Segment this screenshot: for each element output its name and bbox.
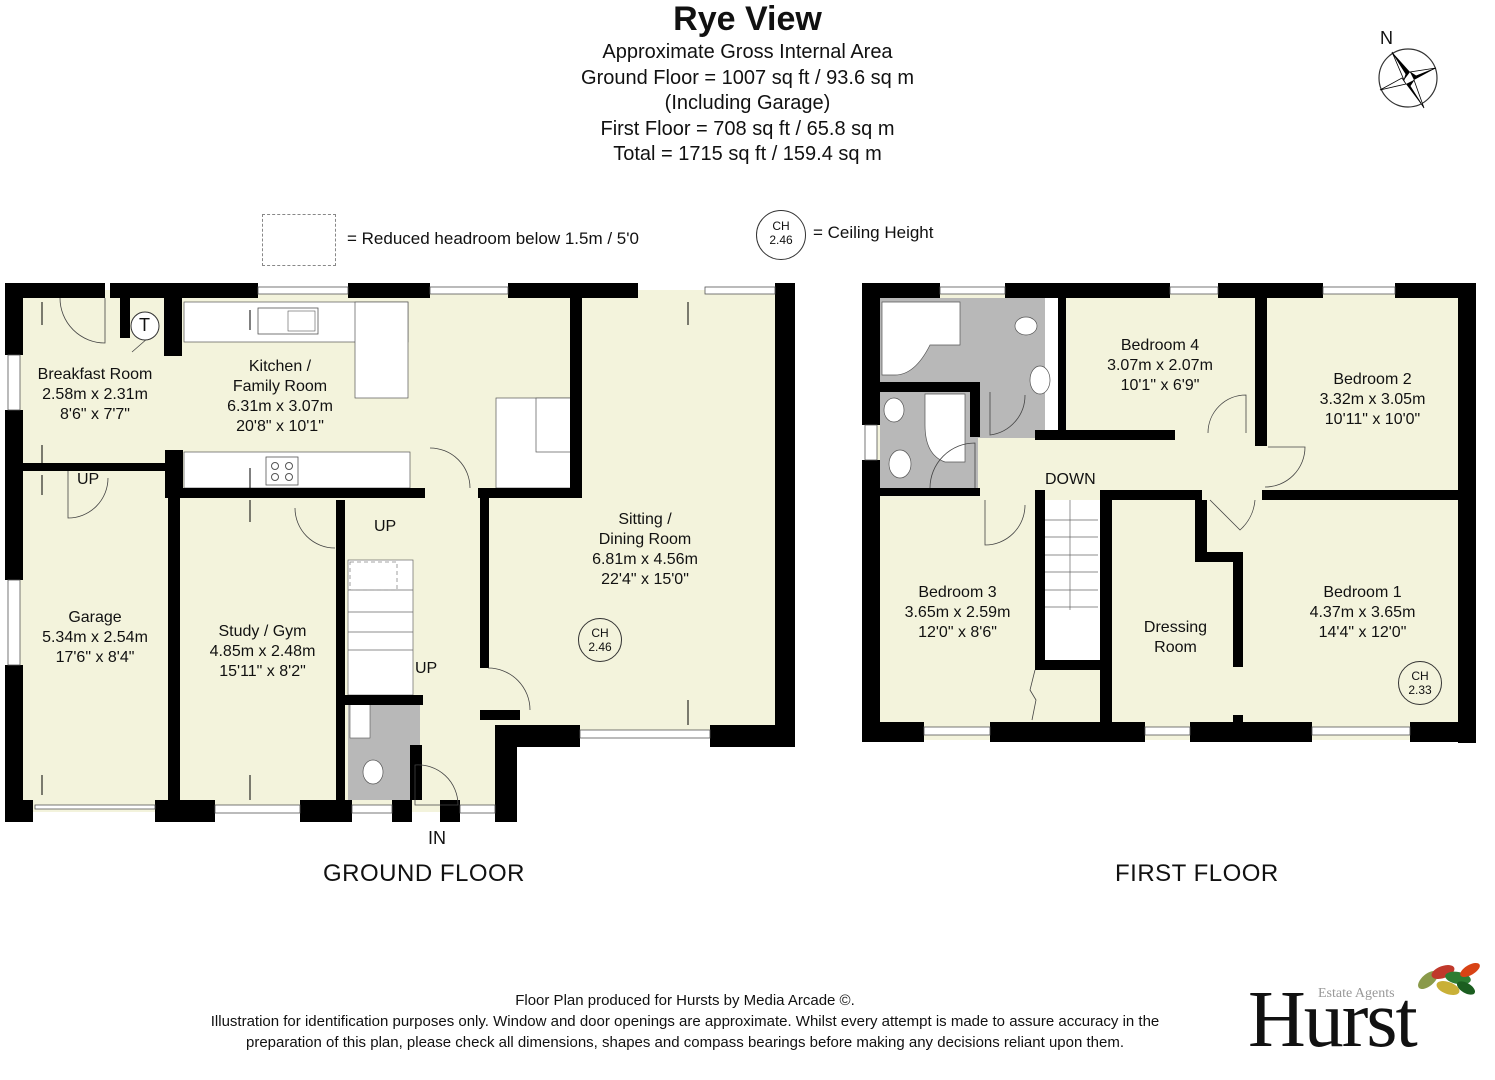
room-name: Bedroom 3 xyxy=(918,584,997,601)
room-name: Bedroom 2 xyxy=(1333,371,1412,388)
room-kitchen-family: Kitchen / Family Room 6.31m x 3.07m 20'8… xyxy=(200,357,360,437)
room-metric: 2.58m x 2.31m xyxy=(42,386,148,403)
room-bedroom-3: Bedroom 3 3.65m x 2.59m 12'0" x 8'6" xyxy=(885,583,1030,643)
boiler-symbol: T xyxy=(139,315,150,335)
compass: N xyxy=(1370,28,1442,112)
logo-name: Hurst xyxy=(1248,976,1418,1064)
room-garage: Garage 5.34m x 2.54m 17'6" x 8'4" xyxy=(25,608,165,668)
including-garage-note: (Including Garage) xyxy=(664,92,831,114)
compass-north-label: N xyxy=(1380,28,1393,48)
leaves-icon xyxy=(1418,963,1480,995)
room-bedroom-2: Bedroom 2 3.32m x 3.05m 10'11" x 10'0" xyxy=(1290,370,1455,430)
room-imperial: 10'1" x 6'9" xyxy=(1120,377,1200,394)
disclaimer-line-1: Floor Plan produced for Hursts by Media … xyxy=(515,992,855,1009)
room-imperial: 22'4" x 15'0" xyxy=(601,571,689,588)
room-name: Dressing xyxy=(1143,619,1208,636)
room-study-gym: Study / Gym 4.85m x 2.48m 15'11" x 8'2" xyxy=(190,622,335,682)
logo-tagline: Estate Agents xyxy=(1318,986,1395,1001)
room-name: Sitting / xyxy=(618,511,672,528)
first-floor-area: First Floor = 708 sq ft / 65.8 sq m xyxy=(600,117,895,140)
room-imperial: 14'4" x 12'0" xyxy=(1318,624,1407,641)
room-name: Breakfast Room xyxy=(37,366,153,383)
area-summary: Approximate Gross Internal Area Ground F… xyxy=(0,40,1495,168)
disclaimer: Floor Plan produced for Hursts by Media … xyxy=(130,990,1240,1053)
room-name: Study / Gym xyxy=(218,623,307,640)
room-breakfast-room: Breakfast Room 2.58m x 2.31m 8'6" x 7'7" xyxy=(25,365,165,425)
room-name: Bedroom 1 xyxy=(1323,584,1402,601)
first-floor-ceiling-height: CH 2.33 xyxy=(1398,661,1442,705)
room-imperial: 20'8" x 10'1" xyxy=(236,418,324,435)
stairs-down-label: DOWN xyxy=(1045,471,1096,488)
disclaimer-line-3: preparation of this plan, please check a… xyxy=(245,1034,1124,1051)
room-name-2: Room xyxy=(1154,639,1197,656)
room-metric: 5.34m x 2.54m xyxy=(42,629,148,646)
hall-stairs-up-label: UP xyxy=(374,518,397,535)
ground-floor-label: GROUND FLOOR xyxy=(323,860,526,887)
disclaimer-line-2: Illustration for identification purposes… xyxy=(210,1013,1160,1030)
room-bedroom-1: Bedroom 1 4.37m x 3.65m 14'4" x 12'0" xyxy=(1280,583,1445,643)
total-area: Total = 1715 sq ft / 159.4 sq m xyxy=(613,143,882,165)
main-stairs-up-label: UP xyxy=(415,660,438,677)
ground-floor-plan xyxy=(5,283,795,822)
ground-floor-ceiling-height: CH 2.46 xyxy=(578,618,622,662)
first-floor-plan xyxy=(862,283,1476,743)
room-name: Kitchen / xyxy=(248,358,312,375)
area-heading: Approximate Gross Internal Area xyxy=(602,41,893,63)
plan-title: Rye View xyxy=(673,0,822,38)
room-metric: 4.85m x 2.48m xyxy=(209,643,316,660)
room-metric: 6.31m x 3.07m xyxy=(227,398,333,415)
room-sitting-dining: Sitting / Dining Room 6.81m x 4.56m 22'4… xyxy=(565,510,725,590)
room-metric: 3.07m x 2.07m xyxy=(1107,357,1213,374)
room-name: Bedroom 4 xyxy=(1120,337,1200,354)
first-floor-label: FIRST FLOOR xyxy=(1115,860,1279,887)
room-metric: 3.32m x 3.05m xyxy=(1319,391,1426,408)
room-imperial: 12'0" x 8'6" xyxy=(918,624,997,641)
garage-stairs-up-label: UP xyxy=(77,471,100,488)
room-bedroom-4: Bedroom 4 3.07m x 2.07m 10'1" x 6'9" xyxy=(1085,336,1235,396)
room-imperial: 15'11" x 8'2" xyxy=(219,663,306,680)
room-metric: 3.65m x 2.59m xyxy=(904,604,1011,621)
room-name: Garage xyxy=(68,609,122,626)
ceiling-height-legend: = Ceiling Height xyxy=(813,223,934,242)
entrance-label: IN xyxy=(428,828,446,848)
room-metric: 6.81m x 4.56m xyxy=(592,551,698,568)
room-imperial: 17'6" x 8'4" xyxy=(55,649,135,666)
room-imperial: 8'6" x 7'7" xyxy=(60,406,130,423)
room-name-2: Dining Room xyxy=(598,531,692,548)
room-metric: 4.37m x 3.65m xyxy=(1309,604,1416,621)
ground-floor-area: Ground Floor = 1007 sq ft / 93.6 sq m xyxy=(581,66,914,89)
compass-rose-icon xyxy=(1378,48,1438,109)
reduced-headroom-legend: = Reduced headroom below 1.5m / 5'0 xyxy=(347,229,639,248)
ceiling-height-legend-symbol: CH 2.46 xyxy=(756,210,806,260)
room-name-2: Family Room xyxy=(232,378,328,395)
room-dressing-room: Dressing Room xyxy=(1118,618,1233,658)
hurst-logo: Estate Agents Hurst xyxy=(1248,958,1488,1063)
room-imperial: 10'11" x 10'0" xyxy=(1324,411,1421,428)
reduced-headroom-swatch xyxy=(262,214,336,266)
